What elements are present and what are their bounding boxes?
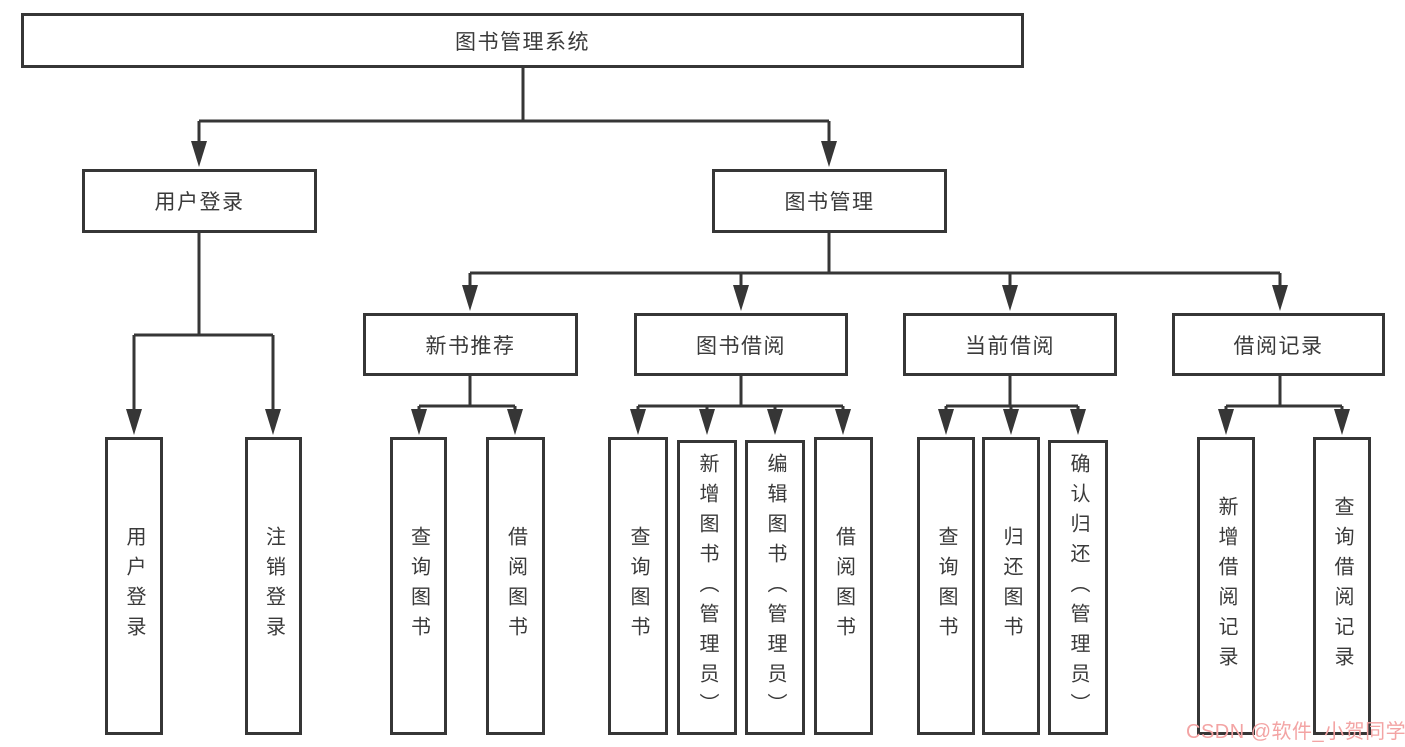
leaf-return-books: 归还图书	[982, 437, 1040, 735]
arrowhead-icon	[767, 409, 783, 435]
leaf-add-borrow-record-label: 新增借阅记录	[1215, 496, 1237, 676]
arrowhead-icon	[462, 285, 478, 311]
arrowhead-icon	[938, 409, 954, 435]
leaf-query-books-borrow-label: 查询图书	[627, 526, 649, 646]
leaf-edit-books-admin-label: 编辑图书（管理员）	[764, 452, 786, 723]
node-new-book-recommend-label: 新书推荐	[425, 334, 516, 358]
leaf-query-borrow-record-label: 查询借阅记录	[1331, 496, 1353, 676]
watermark: CSDN @软件_小贺同学	[1186, 721, 1405, 743]
leaf-confirm-return-admin: 确认归还（管理员）	[1048, 440, 1108, 735]
leaf-borrow-books-borrow-label: 借阅图书	[832, 526, 855, 646]
node-new-book-recommend: 新书推荐	[363, 313, 578, 376]
arrowhead-icon	[699, 409, 715, 435]
node-borrow-records: 借阅记录	[1172, 313, 1385, 376]
arrowhead-icon	[1334, 409, 1350, 435]
arrowhead-icon	[191, 141, 207, 167]
leaf-query-books-current: 查询图书	[917, 437, 975, 735]
leaf-add-books-admin-label: 新增图书（管理员）	[696, 452, 718, 723]
leaf-query-books-current-label: 查询图书	[935, 526, 957, 646]
arrowhead-icon	[507, 409, 523, 435]
arrowhead-icon	[821, 141, 837, 167]
leaf-user-login-label: 用户登录	[123, 526, 145, 646]
arrowhead-icon	[1070, 409, 1086, 435]
leaf-borrow-books-recommend: 借阅图书	[486, 437, 545, 735]
leaf-query-borrow-record: 查询借阅记录	[1313, 437, 1371, 735]
leaf-query-books-recommend-label: 查询图书	[407, 526, 430, 646]
node-book-borrowing: 图书借阅	[634, 313, 848, 376]
leaf-query-books-recommend: 查询图书	[390, 437, 447, 735]
node-current-borrowing: 当前借阅	[903, 313, 1117, 376]
leaf-add-books-admin: 新增图书（管理员）	[677, 440, 737, 735]
leaf-confirm-return-admin-label: 确认归还（管理员）	[1067, 452, 1089, 723]
leaf-borrow-books-borrow: 借阅图书	[814, 437, 873, 735]
leaf-return-books-label: 归还图书	[1000, 526, 1022, 646]
arrowhead-icon	[126, 409, 142, 435]
leaf-borrow-books-recommend-label: 借阅图书	[504, 526, 527, 646]
leaf-logout-label: 注销登录	[262, 526, 285, 646]
node-library-system: 图书管理系统	[21, 13, 1024, 68]
node-book-management: 图书管理	[712, 169, 947, 233]
node-book-management-label: 图书管理	[784, 191, 875, 214]
arrowhead-icon	[265, 409, 281, 435]
node-user-login-label: 用户登录	[154, 191, 245, 214]
arrowhead-icon	[1218, 409, 1234, 435]
arrowhead-icon	[630, 409, 646, 435]
leaf-query-books-borrow: 查询图书	[608, 437, 668, 735]
arrowhead-icon	[733, 285, 749, 311]
leaf-user-login: 用户登录	[105, 437, 163, 735]
arrowhead-icon	[1272, 285, 1288, 311]
node-current-borrowing-label: 当前借阅	[965, 334, 1055, 358]
arrowhead-icon	[835, 409, 851, 435]
node-borrow-records-label: 借阅记录	[1233, 334, 1324, 358]
arrowhead-icon	[1002, 285, 1018, 311]
node-library-system-label: 图书管理系统	[455, 30, 590, 54]
leaf-edit-books-admin: 编辑图书（管理员）	[745, 440, 805, 735]
arrowhead-icon	[411, 409, 427, 435]
node-user-login: 用户登录	[82, 169, 317, 233]
node-book-borrowing-label: 图书借阅	[696, 334, 786, 358]
leaf-logout: 注销登录	[245, 437, 302, 735]
arrowhead-icon	[1003, 409, 1019, 435]
leaf-add-borrow-record: 新增借阅记录	[1197, 437, 1255, 735]
